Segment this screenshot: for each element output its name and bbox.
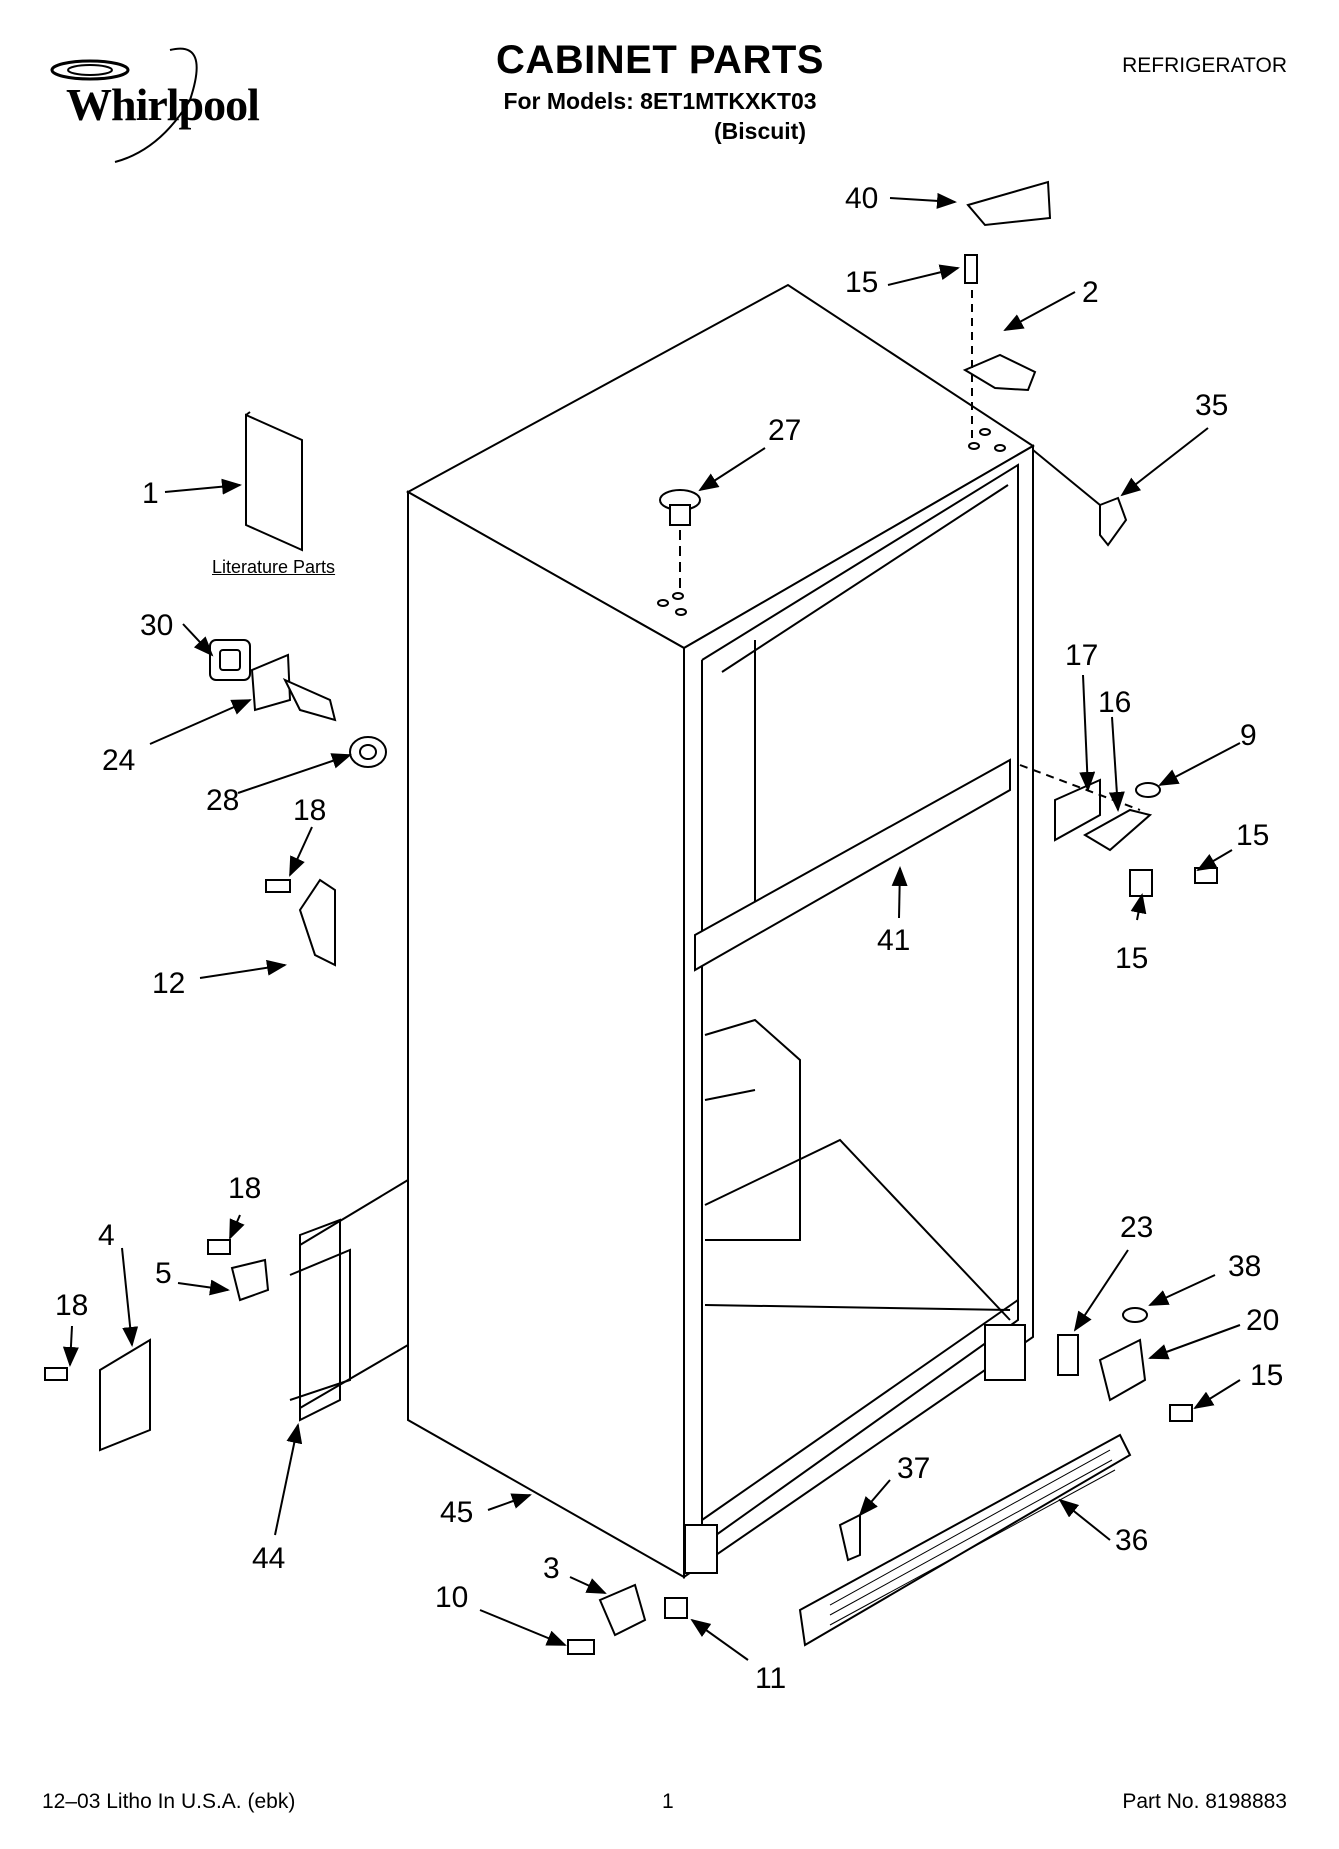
callout-45: 45 [440, 1496, 473, 1529]
appliance-type: REFRIGERATOR [1122, 54, 1287, 77]
callout-11: 11 [755, 1662, 786, 1695]
part-35-cover [1099, 496, 1128, 547]
callout-18: 18 [228, 1172, 261, 1205]
callout-15: 15 [1236, 819, 1269, 852]
litho-line: 12–03 Litho In U.S.A. (ebk) [42, 1790, 296, 1813]
page-title: CABINET PARTS [496, 38, 824, 82]
part-23-spacer [1057, 1334, 1079, 1376]
models-line: For Models: 8ET1MTKXKT03 [503, 88, 817, 114]
part-number: Part No. 8198883 [1122, 1790, 1287, 1813]
callout-9: 9 [1240, 719, 1257, 752]
part-12-clip [298, 878, 336, 967]
callout-5: 5 [155, 1257, 172, 1290]
callout-15: 15 [1115, 942, 1148, 975]
callout-28: 28 [206, 784, 239, 817]
part-3-leveler [598, 1583, 647, 1637]
callout-16: 16 [1098, 686, 1131, 719]
part-28-washer [349, 736, 387, 768]
callout-35: 35 [1195, 389, 1228, 422]
callout-20: 20 [1246, 1304, 1279, 1337]
callout-41: 41 [877, 924, 910, 957]
callout-1: 1 [142, 477, 159, 510]
page-number: 1 [662, 1790, 674, 1813]
callout-36: 36 [1115, 1524, 1148, 1557]
callout-15: 15 [1250, 1359, 1283, 1392]
callout-37: 37 [897, 1452, 930, 1485]
part-24-stop [250, 653, 292, 712]
part-36-grille [798, 1433, 1132, 1647]
part-40-trim-cap [966, 180, 1052, 227]
part-44-bracket [299, 1218, 341, 1422]
part-38-washer [1122, 1307, 1148, 1323]
part-41-mullion [694, 758, 1011, 972]
part-5-clamp [230, 1258, 270, 1302]
part-4-cover [99, 1338, 151, 1452]
literature-parts-label: Literature Parts [212, 557, 336, 577]
color-line: (Biscuit) [714, 118, 806, 144]
cabinet-body [299, 283, 1035, 1579]
part-2-top-hinge [962, 353, 1037, 392]
part-37-clip [838, 1513, 861, 1562]
callout-10: 10 [435, 1581, 468, 1614]
part-20-bottom-hinge [1098, 1338, 1147, 1402]
brand-name: Whirlpool [66, 79, 260, 130]
callout-44: 44 [252, 1542, 285, 1575]
callout-4: 4 [98, 1219, 115, 1252]
callout-17: 17 [1065, 639, 1098, 672]
part-1-literature [245, 413, 303, 552]
callout-12: 12 [152, 967, 185, 1000]
callout-30: 30 [140, 609, 173, 642]
callout-3: 3 [543, 1552, 560, 1585]
callout-2: 2 [1082, 276, 1099, 309]
part-16-center-hinge [1083, 808, 1153, 852]
callout-18: 18 [55, 1289, 88, 1322]
part-30-bushing [209, 639, 251, 681]
callout-15: 15 [845, 266, 878, 299]
part-9-washer [1135, 782, 1161, 798]
callout-23: 23 [1120, 1211, 1153, 1244]
callout-24: 24 [102, 744, 135, 777]
callout-40: 40 [845, 182, 878, 215]
callout-27: 27 [768, 414, 801, 447]
callout-18: 18 [293, 794, 326, 827]
callout-38: 38 [1228, 1250, 1261, 1283]
